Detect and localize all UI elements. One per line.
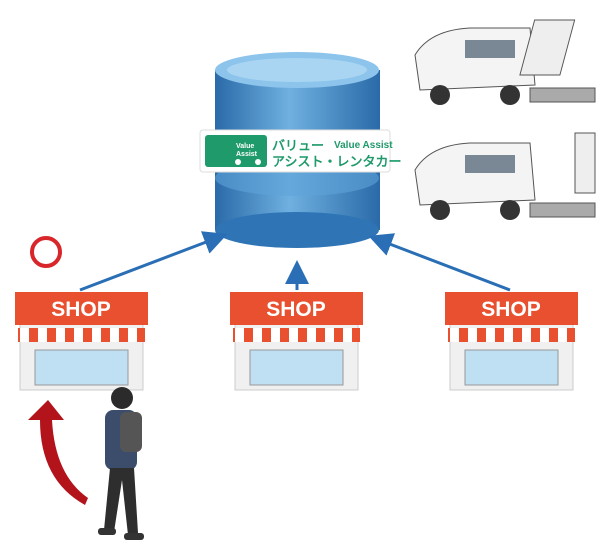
shop-icon: SHOP [230, 292, 363, 391]
logo-brand-jp-2: アシスト・レンタカー [272, 155, 401, 170]
logo-brand-jp: バリュー [272, 139, 324, 154]
shop-icon: SHOP [15, 292, 148, 391]
logo-badge-text: Value [236, 143, 254, 150]
arrow-shop3-to-db [368, 233, 511, 292]
logo-badge-text: Assist [236, 151, 258, 158]
value-assist-logo: Value Assist バリュー Value Assist アシスト・レンタカ… [199, 129, 401, 173]
shop-label: SHOP [266, 298, 326, 321]
wheelchair-van-icon [414, 19, 596, 105]
logo-brand-en: Value Assist [334, 140, 393, 151]
wheelchair-van-icon [414, 132, 596, 220]
shop-icon: SHOP [445, 292, 578, 391]
person-icon [98, 387, 144, 540]
curved-arrow-icon [28, 400, 88, 505]
arrow-shop1-to-db [79, 231, 228, 292]
shop-label: SHOP [481, 298, 541, 321]
circle-mark-icon [30, 236, 62, 268]
shop-label: SHOP [51, 298, 111, 321]
